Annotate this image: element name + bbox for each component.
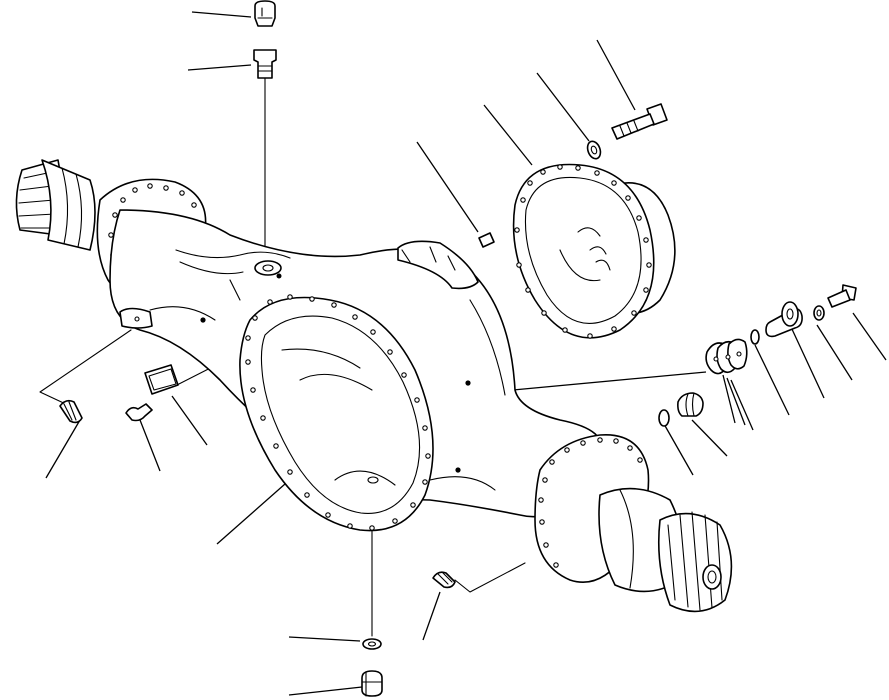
leader-line	[422, 591, 441, 641]
leader-line	[187, 64, 252, 71]
breather-cap	[254, 0, 276, 27]
alignment-line	[39, 329, 132, 407]
plug	[677, 392, 704, 417]
leader-line	[536, 72, 590, 142]
leader-line	[852, 312, 887, 361]
leader-line	[730, 379, 754, 431]
leader-line	[191, 11, 252, 18]
dowel-pin	[478, 232, 495, 248]
leader-line	[726, 377, 746, 426]
gasket-ring	[658, 409, 670, 427]
right-axle-end	[534, 434, 733, 613]
cover-bolt-holes	[514, 164, 652, 339]
cover-bolt	[611, 103, 668, 140]
breather-adapter	[253, 49, 277, 79]
lock-washer	[586, 140, 602, 160]
leader-line	[171, 395, 208, 446]
leader-line	[139, 419, 161, 472]
leader-line	[483, 104, 533, 166]
leader-line	[288, 686, 363, 696]
flange-bolt-holes	[245, 294, 431, 531]
plug-left	[59, 399, 83, 424]
drain-washer	[362, 638, 382, 650]
leader-line	[790, 326, 825, 399]
leader-line	[816, 324, 853, 381]
differential-carrier-flange	[239, 294, 434, 532]
name-plate	[144, 364, 179, 395]
bolt-right	[827, 284, 857, 308]
grease-fitting	[432, 571, 456, 589]
leader-line	[288, 636, 361, 642]
leader-line	[663, 423, 694, 476]
leader-line	[754, 344, 790, 416]
leader-line	[416, 141, 479, 233]
o-ring	[750, 329, 760, 345]
washer-right	[813, 305, 825, 321]
drain-plug	[361, 670, 383, 697]
leader-line	[45, 419, 81, 479]
leader-line	[596, 39, 636, 111]
drain-screw	[125, 403, 153, 422]
pin-shaft	[765, 301, 803, 338]
leader-lines	[39, 11, 887, 696]
alignment-line	[454, 562, 526, 593]
shim-set	[705, 338, 748, 375]
leader-line	[722, 374, 736, 424]
differential-cover	[512, 163, 676, 339]
leader-line	[216, 483, 286, 545]
leader-line	[691, 419, 728, 457]
leader-line	[512, 371, 707, 391]
